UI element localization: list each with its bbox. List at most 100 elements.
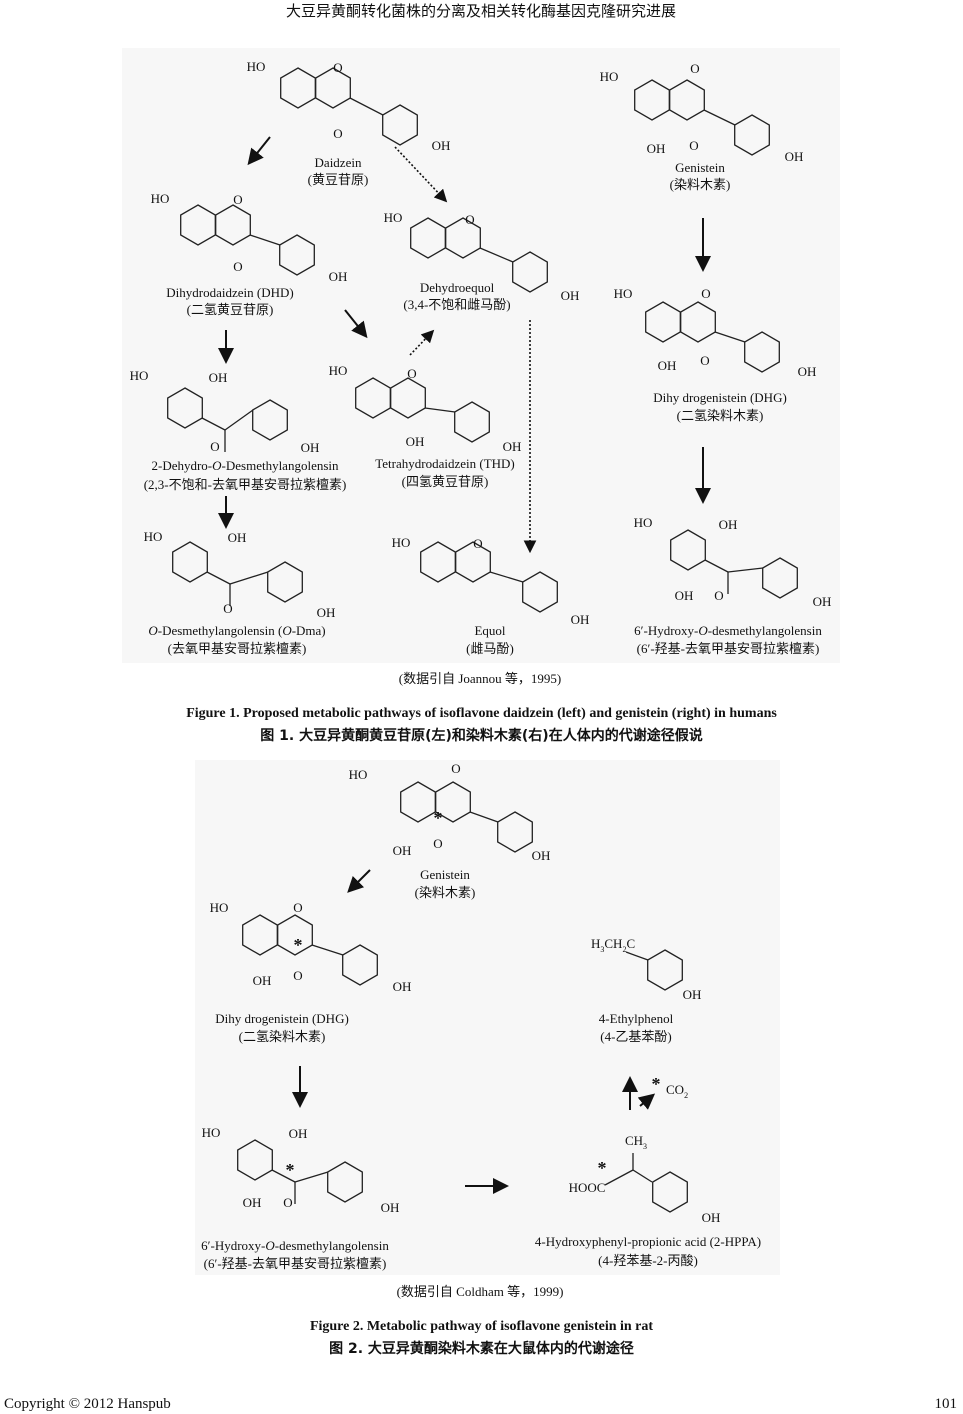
compound-name: 6′-Hydroxy-O-desmethylangolensin	[201, 1238, 389, 1254]
compound-name: Daidzein	[314, 155, 362, 170]
ring-bond	[242, 914, 278, 956]
co2-text: CO	[666, 1082, 685, 1098]
name-part: 6′-Hydroxy-	[201, 1238, 266, 1253]
atom-label: HO	[599, 69, 619, 84]
name-part: O	[265, 1238, 275, 1253]
atom-label: O	[407, 366, 417, 381]
bond	[249, 234, 281, 246]
ring-bond	[327, 1161, 363, 1203]
bond	[349, 97, 384, 116]
atom-label: H3CH2C	[591, 937, 635, 957]
atom-label: O	[293, 968, 303, 983]
label-star: *	[285, 1160, 295, 1180]
atom-label: OH	[718, 517, 738, 532]
compound-name-cn: (四氢黄豆苷原)	[401, 474, 489, 489]
compound-name-cn: (6′-羟基-去氧甲基安哥拉紫檀素)	[203, 1256, 387, 1271]
compound-name-cn: (染料木素)	[414, 885, 476, 900]
arrow	[347, 869, 371, 893]
atom-label: OH	[208, 370, 228, 385]
ring-bond	[382, 104, 418, 146]
atom-part: CH	[604, 936, 623, 952]
bond	[479, 247, 514, 263]
ring-bond	[167, 387, 203, 429]
bond	[489, 571, 524, 583]
bond	[201, 417, 226, 431]
figure-1-image	[122, 48, 840, 663]
ring-bond	[390, 377, 426, 419]
atom-label: CH3	[625, 1134, 647, 1154]
bond	[625, 951, 649, 961]
atom-label: OH	[701, 1210, 721, 1225]
ring-bond	[215, 204, 251, 246]
bond	[294, 1171, 329, 1183]
bond	[311, 944, 344, 956]
name-part: -desmethylangolensin	[707, 623, 822, 638]
ring-bond	[237, 1139, 273, 1181]
atom-label: HO	[246, 59, 266, 74]
ring-bond	[634, 79, 670, 121]
bond	[224, 409, 254, 431]
bond	[271, 1169, 296, 1183]
ring-bond	[315, 67, 351, 109]
atom-label: HO	[613, 286, 633, 301]
name-part: 2-Dehydro-	[151, 458, 213, 473]
atom-label: OH	[227, 530, 247, 545]
atom-label: O	[283, 1195, 293, 1210]
atom-label: O	[433, 836, 443, 851]
ring-bond	[497, 811, 533, 853]
atom-label: HO	[633, 515, 653, 530]
atom-label: OH	[657, 358, 677, 373]
label-star: *	[433, 808, 443, 828]
name-part: O	[212, 458, 222, 473]
compound-name-cn: (4-羟苯基-2-丙酸)	[598, 1253, 698, 1268]
atom-label: OH	[300, 440, 320, 455]
compound-name-cn: (4-乙基苯酚)	[600, 1029, 672, 1044]
co2-sub: 2	[684, 1090, 689, 1100]
bond	[714, 331, 746, 343]
atom-label: OH	[646, 141, 666, 156]
ring-bond	[645, 301, 681, 343]
atom-label: OH	[431, 138, 451, 153]
compound-name: 4-Ethylphenol	[598, 1011, 674, 1026]
atom-label: O	[333, 60, 343, 75]
co2-label: CO2	[666, 1083, 688, 1103]
ring-bond	[647, 949, 683, 991]
atom-label: OH	[242, 1195, 262, 1210]
label-star: *	[651, 1074, 661, 1094]
bond	[703, 109, 736, 126]
bond	[229, 571, 269, 585]
ring-bond	[670, 529, 706, 571]
ring-bond	[277, 914, 313, 956]
ring-bond	[762, 557, 798, 599]
atom-label: O	[714, 588, 724, 603]
name-part: O	[148, 623, 158, 638]
figure-2-caption-en: Figure 2. Metabolic pathway of isoflavon…	[309, 1319, 654, 1334]
atom-label: HO	[150, 191, 170, 206]
name-part: -Desmethylangolensin	[221, 458, 339, 473]
atom-label: OH	[316, 605, 336, 620]
compound-name-cn: (6′-羟基-去氧甲基安哥拉紫檀素)	[636, 641, 820, 656]
ring-bond	[512, 251, 548, 293]
name-part: -Dma)	[291, 623, 326, 638]
page-number: 101	[934, 1396, 958, 1412]
atom-label: HO	[201, 1125, 221, 1140]
figure-2-image	[195, 760, 780, 1275]
compound-name-cn: (染料木素)	[669, 177, 731, 192]
bond	[632, 1169, 653, 1183]
atom-label: O	[210, 439, 220, 454]
atom-label: OH	[392, 843, 412, 858]
bond	[424, 407, 456, 413]
atom-label: OH	[570, 612, 590, 627]
ring-bond	[355, 377, 391, 419]
ring-bond	[455, 541, 491, 583]
ring-bond	[342, 944, 378, 986]
compound-name-cn: (二氢黄豆苷原)	[186, 302, 274, 317]
atom-label: O	[700, 353, 710, 368]
atom-label: OH	[405, 434, 425, 449]
compound-name: Tetrahydrodaidzein (THD)	[375, 456, 515, 471]
atom-label: O	[465, 212, 475, 227]
ring-bond	[280, 67, 316, 109]
compound-name: Genistein	[420, 867, 470, 882]
ring-bond	[400, 781, 436, 823]
